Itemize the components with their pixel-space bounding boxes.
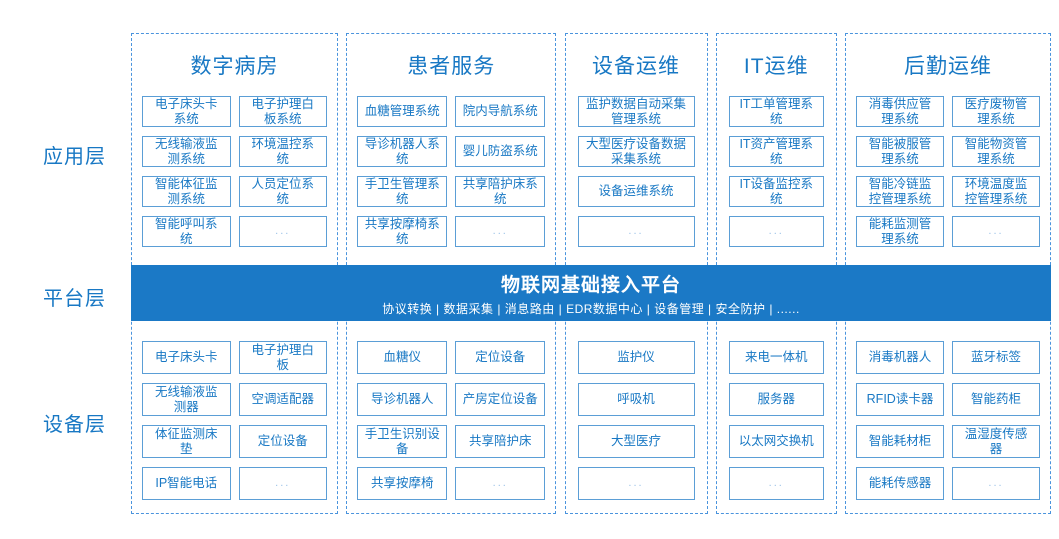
devices-grid-patient-services: 血糖仪定位设备导诊机器人产房定位设备手卫生识别设备共享陪护床共享按摩椅...: [347, 341, 555, 500]
app-item: IT设备监控系统: [728, 176, 824, 207]
device-item: 空调适配器: [238, 383, 327, 416]
platform-band-title: 物联网基础接入平台: [500, 274, 681, 296]
app-item: 婴儿防盗系统: [455, 136, 546, 167]
column-title-it-om: IT运维: [743, 55, 809, 78]
app-item-more: ...: [952, 216, 1040, 247]
device-item: 温湿度传感器: [952, 425, 1040, 458]
app-item: 电子护理白板系统: [238, 96, 327, 127]
device-item: 定位设备: [455, 341, 546, 374]
device-item: 产房定位设备: [455, 383, 546, 416]
device-item: IP智能电话: [142, 467, 231, 500]
app-item: 智能冷链监控管理系统: [856, 176, 944, 207]
app-item: 无线输液监测系统: [142, 136, 231, 167]
device-item: 共享按摩椅: [357, 467, 448, 500]
device-item: 共享陪护床: [455, 425, 546, 458]
app-item: 智能被服管理系统: [856, 136, 944, 167]
device-item: 手卫生识别设备: [357, 425, 448, 458]
column-equipment-om: 设备运维 监护数据自动采集管理系统大型医疗设备数据采集系统设备运维系统... 监…: [564, 33, 708, 514]
app-item: 设备运维系统: [577, 176, 695, 207]
application-layer-label: 应用层: [43, 146, 106, 168]
device-item: 智能耗材柜: [856, 425, 944, 458]
app-item: 手卫生管理系统: [357, 176, 448, 207]
device-item: 血糖仪: [357, 341, 448, 374]
app-item-more: ...: [728, 216, 824, 247]
device-item-more: ...: [952, 467, 1040, 500]
app-item: 环境温度监控管理系统: [952, 176, 1040, 207]
app-item: 医疗废物管理系统: [952, 96, 1040, 127]
device-item-more: ...: [238, 467, 327, 500]
app-item: 大型医疗设备数据采集系统: [577, 136, 695, 167]
device-item: 蓝牙标签: [952, 341, 1040, 374]
device-item: 以太网交换机: [728, 425, 824, 458]
column-it-om: IT运维 IT工单管理系统 IT资产管理系统 IT设备监控系统... 来电一体机服务…: [715, 33, 837, 514]
column-title-patient-services: 患者服务: [407, 55, 496, 78]
apps-grid-digital-ward: 电子床头卡系统电子护理白板系统无线输液监测系统环境温控系统智能体征监测系统人员定…: [132, 96, 337, 247]
device-item: RFID读卡器: [856, 383, 944, 416]
device-item: 服务器: [728, 383, 824, 416]
app-item: 智能物资管理系统: [952, 136, 1040, 167]
device-item-more: ...: [728, 467, 824, 500]
device-item: 电子护理白板: [238, 341, 327, 374]
device-item: 定位设备: [238, 425, 327, 458]
app-item: 导诊机器人系统: [357, 136, 448, 167]
device-item: 智能药柜: [952, 383, 1040, 416]
device-item: 电子床头卡: [142, 341, 231, 374]
device-item: 呼吸机: [577, 383, 695, 416]
app-item: 监护数据自动采集管理系统: [577, 96, 695, 127]
device-layer-label: 设备层: [43, 414, 106, 436]
device-item: 导诊机器人: [357, 383, 448, 416]
category-columns: 数字病房 电子床头卡系统电子护理白板系统无线输液监测系统环境温控系统智能体征监测…: [131, 33, 1051, 514]
app-item: 智能呼叫系统: [142, 216, 231, 247]
apps-grid-it-om: IT工单管理系统 IT资产管理系统 IT设备监控系统...: [717, 96, 836, 247]
apps-grid-equipment-om: 监护数据自动采集管理系统大型医疗设备数据采集系统设备运维系统...: [566, 96, 707, 247]
apps-grid-patient-services: 血糖管理系统院内导航系统导诊机器人系统婴儿防盗系统手卫生管理系统共享陪护床系统共…: [347, 96, 555, 247]
apps-grid-logistics-om: 消毒供应管理系统医疗废物管理系统智能被服管理系统智能物资管理系统智能冷链监控管理…: [846, 96, 1050, 247]
app-item: 共享陪护床系统: [455, 176, 546, 207]
device-item: 消毒机器人: [856, 341, 944, 374]
column-patient-services: 患者服务 血糖管理系统院内导航系统导诊机器人系统婴儿防盗系统手卫生管理系统共享陪…: [346, 33, 557, 514]
device-item: 大型医疗: [577, 425, 695, 458]
app-item: 消毒供应管理系统: [856, 96, 944, 127]
platform-band: 物联网基础接入平台 协议转换 | 数据采集 | 消息路由 | EDR数据中心 |…: [131, 265, 1051, 321]
app-item: 共享按摩椅系统: [357, 216, 448, 247]
platform-band-subtitle: 协议转换 | 数据采集 | 消息路由 | EDR数据中心 | 设备管理 | 安全…: [382, 301, 800, 316]
app-item: IT资产管理系统: [728, 136, 824, 167]
devices-grid-it-om: 来电一体机服务器以太网交换机...: [717, 341, 836, 500]
app-item-more: ...: [238, 216, 327, 247]
platform-layer-label: 平台层: [43, 288, 106, 310]
column-title-logistics-om: 后勤运维: [904, 55, 992, 78]
app-item: 智能体征监测系统: [142, 176, 231, 207]
app-item: 院内导航系统: [455, 96, 546, 127]
column-title-digital-ward: 数字病房: [190, 55, 279, 78]
device-item: 监护仪: [577, 341, 695, 374]
device-item: 体征监测床垫: [142, 425, 231, 458]
app-item: 血糖管理系统: [357, 96, 448, 127]
app-item-more: ...: [577, 216, 695, 247]
app-item-more: ...: [455, 216, 546, 247]
device-item-more: ...: [577, 467, 695, 500]
column-digital-ward: 数字病房 电子床头卡系统电子护理白板系统无线输液监测系统环境温控系统智能体征监测…: [131, 33, 338, 514]
devices-grid-equipment-om: 监护仪呼吸机大型医疗...: [566, 341, 707, 500]
app-item: IT工单管理系统: [728, 96, 824, 127]
app-item: 人员定位系统: [238, 176, 327, 207]
app-item: 电子床头卡系统: [142, 96, 231, 127]
device-item-more: ...: [455, 467, 546, 500]
column-logistics-om: 后勤运维 消毒供应管理系统医疗废物管理系统智能被服管理系统智能物资管理系统智能冷…: [845, 33, 1051, 514]
device-item: 无线输液监测器: [142, 383, 231, 416]
app-item: 环境温控系统: [238, 136, 327, 167]
column-title-equipment-om: 设备运维: [592, 55, 680, 78]
device-item: 来电一体机: [728, 341, 824, 374]
app-item: 能耗监测管理系统: [856, 216, 944, 247]
device-item: 能耗传感器: [856, 467, 944, 500]
